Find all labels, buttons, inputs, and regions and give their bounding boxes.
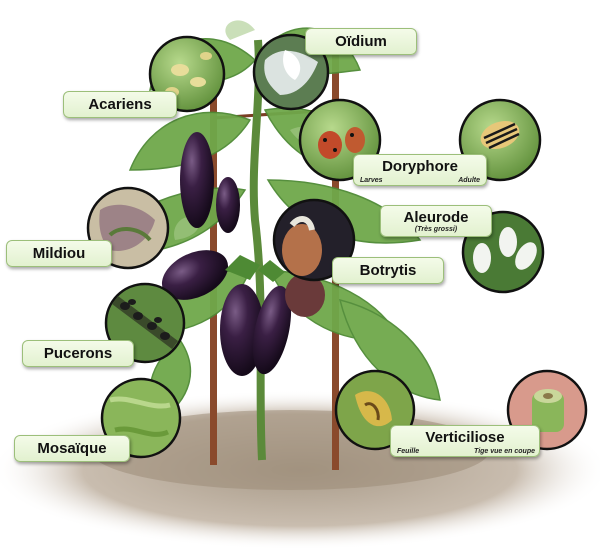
aleurode-title: Aleurode bbox=[403, 209, 469, 226]
label-botrytis: Botrytis bbox=[332, 257, 444, 284]
eggplant-3 bbox=[161, 250, 229, 300]
verticiliose-feuille-caption: Feuille bbox=[397, 448, 420, 455]
verticiliose-tige-caption: Tige vue en coupe bbox=[474, 448, 535, 455]
doryphore-larves-caption: Larves bbox=[360, 177, 383, 184]
eggplant-5 bbox=[252, 285, 292, 375]
doryphore-adulte-caption: Adulte bbox=[458, 177, 480, 184]
label-verticiliose: Verticiliose Feuille Tige vue en coupe bbox=[390, 425, 540, 457]
label-pucerons: Pucerons bbox=[22, 340, 134, 367]
main-stem bbox=[249, 39, 266, 461]
eggplant-2 bbox=[216, 177, 240, 233]
label-oidium: Oïdium bbox=[305, 28, 417, 55]
label-doryphore: Doryphore Larves Adulte bbox=[353, 154, 487, 186]
eggplant-6 bbox=[285, 273, 325, 317]
label-mildiou: Mildiou bbox=[6, 240, 112, 267]
verticiliose-title: Verticiliose bbox=[425, 429, 505, 446]
label-aleurode: Aleurode (Très grossi) bbox=[380, 205, 492, 237]
eggplant-1 bbox=[180, 132, 214, 228]
eggplants bbox=[161, 132, 325, 376]
doryphore-title: Doryphore bbox=[382, 158, 458, 175]
aleurode-note: (Très grossi) bbox=[414, 226, 458, 233]
eggplant-4 bbox=[220, 284, 264, 376]
label-acariens: Acariens bbox=[63, 91, 177, 118]
label-mosaique: Mosaïque bbox=[14, 435, 130, 462]
